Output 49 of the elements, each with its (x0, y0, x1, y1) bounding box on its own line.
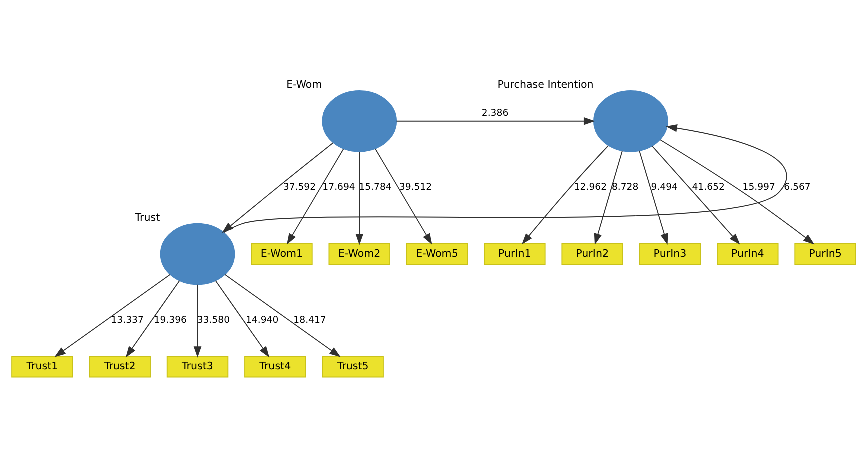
arrow (224, 274, 341, 357)
node-box: Trust5 (322, 356, 384, 378)
arrow (224, 124, 788, 233)
node-box: PurIn1 (484, 242, 546, 264)
node-box: Trust2 (89, 356, 151, 378)
edge-label: 8.728 (612, 182, 639, 193)
node-box: E-Wom2 (328, 242, 390, 264)
arrow (522, 144, 610, 244)
edge-label: 9.494 (651, 182, 678, 193)
edge-label: 33.580 (197, 314, 230, 326)
edge-label: 15.784 (359, 182, 392, 193)
arrow (396, 116, 596, 125)
node-label: Purchase Intention (498, 78, 594, 90)
arrow (660, 139, 815, 244)
node-box: PurIn4 (717, 242, 779, 264)
arrow (652, 145, 740, 244)
edge-label: 12.962 (574, 182, 608, 193)
node-box: PurIn2 (562, 242, 624, 264)
edge-label: 41.652 (692, 182, 725, 193)
node-box: PurIn5 (794, 242, 856, 264)
edge-label: 2.386 (482, 107, 509, 118)
edge-label: 13.337 (111, 314, 144, 326)
edge-label: 18.417 (294, 314, 326, 326)
arrow (54, 274, 171, 357)
node-ellipse (322, 90, 398, 152)
arrow (639, 150, 668, 244)
arrow (286, 148, 344, 244)
arrow (375, 148, 432, 244)
edge-label: 17.694 (322, 182, 356, 193)
node-box: Trust3 (166, 356, 229, 378)
arrow (194, 284, 202, 358)
arrow (215, 280, 270, 358)
arrow (126, 280, 180, 358)
edge-label: 37.592 (283, 182, 316, 193)
arrow (356, 151, 364, 245)
node-box: E-Wom5 (406, 242, 468, 264)
node-label: E-Wom (286, 78, 322, 90)
edge-label: 19.396 (154, 314, 187, 326)
node-ellipse (594, 90, 668, 152)
arrow (594, 150, 623, 244)
node-box: Trust4 (244, 356, 306, 378)
node-box: PurIn3 (639, 242, 702, 264)
node-label: Trust (135, 211, 160, 224)
edge-label: 39.512 (399, 182, 432, 193)
node-box: E-Wom1 (251, 242, 313, 264)
node-box: Trust1 (12, 356, 74, 378)
edge-label: 14.940 (246, 314, 279, 326)
edge-label: 15.997 (742, 182, 776, 193)
edge-label: 6.567 (784, 182, 811, 193)
